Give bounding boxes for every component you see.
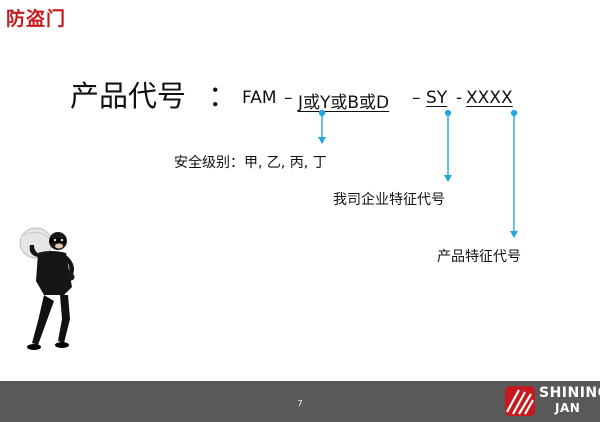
annotation-product: 产品特征代号 (437, 249, 521, 265)
code-dash-3: - (456, 88, 463, 108)
code-prefix: FAM (242, 88, 277, 108)
slide-title: 防盗门 (6, 8, 67, 30)
code-segment-company: SY (426, 88, 448, 108)
arrow-company (444, 109, 452, 182)
annotation-grade: 安全级别：甲, 乙, 丙, 丁 (174, 155, 327, 171)
logo-text-line-2: JAN (555, 401, 581, 415)
arrow-product (510, 109, 518, 238)
code-colon: ： (208, 79, 238, 113)
code-segment-grade: J或Y或B或D (298, 93, 390, 113)
arrow-grade (318, 109, 326, 144)
footer-bar (0, 381, 600, 422)
code-segment-product: XXXX (466, 88, 513, 108)
code-dash-2: – (412, 88, 421, 108)
code-dash-1: – (284, 88, 293, 108)
logo-mark-icon (505, 386, 535, 416)
company-logo: SHINING JAN (505, 384, 600, 418)
annotation-company: 我司企业特征代号 (333, 192, 445, 208)
code-label: 产品代号 (70, 79, 187, 113)
logo-text-line-1: SHINING (539, 385, 600, 401)
burglar-illustration (19, 227, 75, 350)
page-number: 7 (297, 399, 303, 408)
